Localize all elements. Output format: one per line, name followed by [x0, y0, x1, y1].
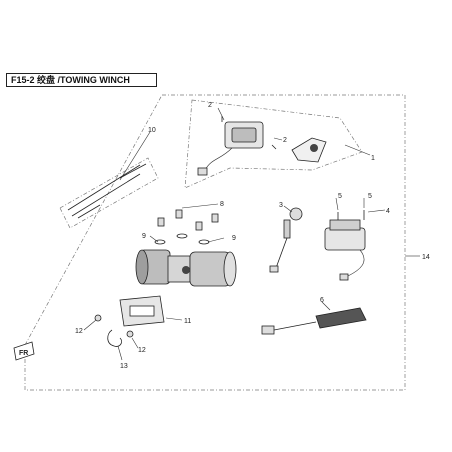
- bolts-and-washers: [154, 209, 219, 245]
- outer-group-boundary: [24, 94, 406, 391]
- callout-2a: 2: [208, 102, 212, 109]
- callout-4: 4: [386, 208, 390, 215]
- callout-12a: 12: [75, 328, 83, 335]
- callout-11: 11: [184, 318, 191, 325]
- callout-3: 3: [279, 202, 283, 209]
- diagram-title: F15-2 绞盘 /TOWING WINCH: [6, 73, 157, 87]
- winch-body: [135, 249, 237, 287]
- arrow-badge-text: FR: [19, 350, 28, 357]
- hook-and-fasteners: [94, 314, 134, 347]
- callout-9b: 9: [232, 235, 236, 242]
- remote-cable: [261, 307, 367, 335]
- front-arrow-badge: FR: [13, 341, 35, 361]
- callout-12b: 12: [138, 347, 146, 354]
- callout-1: 1: [371, 155, 375, 162]
- cable-kit-boundary: [59, 157, 159, 229]
- callout-5a: 5: [338, 193, 342, 200]
- callout-2b: 2: [283, 137, 287, 144]
- control-box-and-remote: [197, 116, 327, 176]
- switch-assembly: [269, 207, 303, 273]
- leader-lines: [83, 107, 420, 361]
- callout-9a: 9: [142, 233, 146, 240]
- callout-10: 10: [148, 127, 156, 134]
- callout-14: 14: [422, 254, 430, 261]
- callout-6: 6: [320, 297, 324, 304]
- callout-13: 13: [120, 363, 128, 370]
- remote-kit-boundary: [184, 99, 363, 189]
- callout-5b: 5: [368, 193, 372, 200]
- cable-set: [67, 163, 147, 219]
- contactor-assembly: [324, 210, 366, 281]
- callout-labels: 1 2 2 3 4 5 5 6 8 9 9 10 11 12 12 13 14: [75, 102, 430, 370]
- fairlead-assembly: [119, 295, 165, 327]
- callout-8: 8: [220, 201, 224, 208]
